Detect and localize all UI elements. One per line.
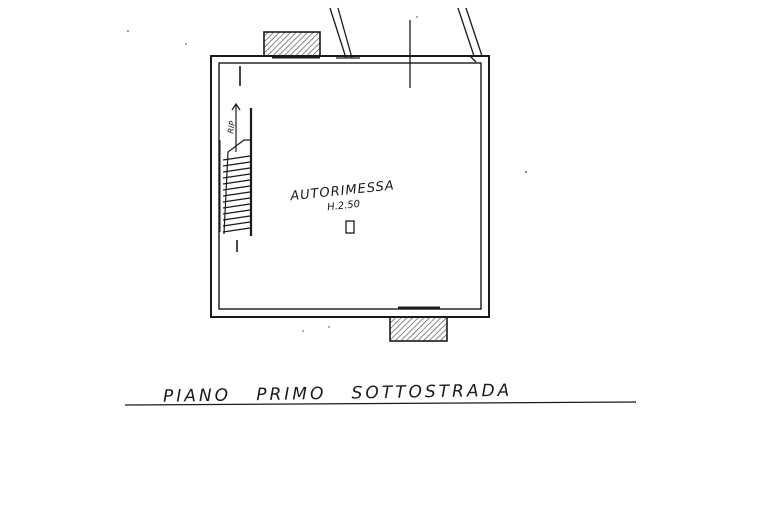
room-height: H.2.50 <box>327 199 361 213</box>
stair-direction-label: RIP <box>226 120 237 134</box>
title-underline <box>124 401 637 406</box>
top-window <box>263 31 321 59</box>
stair-arrow <box>231 102 241 152</box>
wall-notches <box>236 66 241 252</box>
staircase <box>219 102 253 236</box>
bottom-window <box>389 306 448 342</box>
outer-walls <box>210 55 490 318</box>
floor-drain <box>345 220 355 234</box>
stair-treads <box>222 155 251 233</box>
adjacent-walls <box>329 7 483 88</box>
